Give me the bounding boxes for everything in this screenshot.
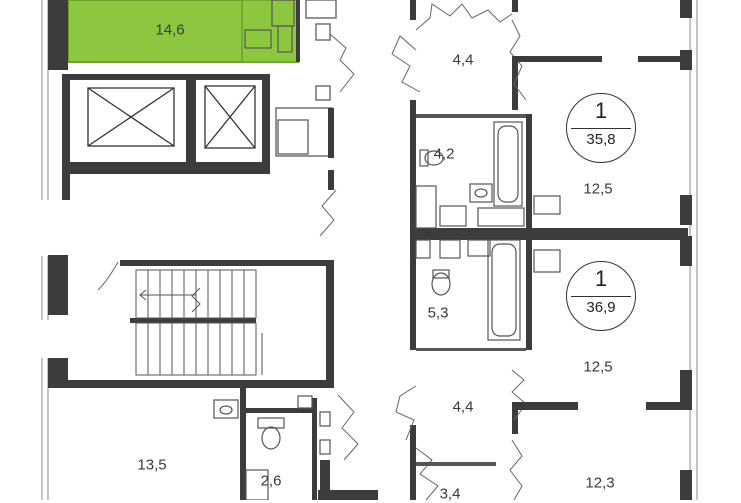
room-area-bathroom-middle: 5,3: [427, 304, 449, 322]
wall-segment: [320, 460, 330, 490]
room-area-bottom-right: 12,3: [585, 474, 615, 492]
apartment-wall: [512, 56, 602, 62]
apartment-wall: [416, 462, 496, 466]
apartment-wall: [526, 114, 532, 234]
corridor-wall: [410, 100, 416, 350]
stair-right-wall: [326, 260, 334, 382]
highlighted-room-bathroom: [241, 0, 299, 63]
right-wall-block: [680, 195, 692, 225]
apartment-wall: [526, 240, 532, 350]
upper-bathroom-fixtures: [415, 121, 561, 229]
left-wall-block: [48, 255, 68, 315]
apartment-total-area: 36,9: [586, 299, 616, 316]
stair-top-wall: [120, 260, 330, 266]
room-area-corridor-top: 4,4: [452, 51, 474, 69]
highlighted-bath-icon: [271, 0, 295, 27]
apartment-wall: [512, 402, 578, 410]
corridor-wall: [410, 0, 416, 20]
bathroom-wall: [246, 408, 312, 413]
right-wall-block: [680, 370, 692, 410]
room-area-bathroom-top: 4,2: [433, 145, 455, 163]
apartment-total-area: 35,8: [586, 131, 616, 148]
staircase-steps: [135, 269, 263, 376]
lift-shaft-2: [196, 80, 262, 162]
middle-bathroom-fixtures: [415, 239, 561, 341]
apartment-wall: [646, 402, 688, 410]
room-area-upper-right: 12,5: [583, 180, 613, 198]
corridor-wall: [512, 410, 518, 434]
badge-divider: [571, 296, 631, 297]
room-area-bottom-center: 3,4: [439, 485, 461, 503]
apartment-wall: [416, 348, 526, 351]
stair-left-wall: [62, 190, 70, 200]
bathroom-wall: [240, 388, 246, 500]
corridor-wall: [410, 425, 416, 500]
right-wall-block: [680, 0, 692, 18]
left-facade: [41, 0, 49, 500]
apartment-wall: [416, 228, 688, 240]
wall-segment: [318, 490, 378, 500]
room-area-corridor-bottom: 4,4: [452, 398, 474, 416]
left-wall-block: [48, 0, 68, 70]
service-closets: [275, 0, 337, 157]
lift-cabin-icon: [87, 85, 256, 149]
apartment-badge[interactable]: 1 36,9: [566, 261, 636, 331]
lift-left-wall: [62, 74, 70, 200]
bathroom-wall: [312, 398, 317, 500]
stair-divider-wall: [130, 318, 256, 323]
apartment-room-count: 1: [594, 266, 608, 291]
apartment-badge[interactable]: 1 35,8: [566, 93, 636, 163]
right-wall-block: [680, 236, 692, 266]
room-area-lower-right: 12,5: [583, 358, 613, 376]
apartment-room-count: 1: [594, 98, 608, 123]
stair-bottom-wall: [62, 380, 334, 388]
badge-divider: [571, 128, 631, 129]
highlighted-sink-icon: [244, 29, 272, 49]
lift-bottom-wall: [62, 162, 270, 168]
right-wall-block: [680, 470, 692, 500]
room-area-highlighted[interactable]: 14,6: [155, 21, 185, 39]
room-area-bottom-left: 13,5: [137, 456, 167, 474]
wall-segment: [328, 108, 334, 158]
door-swings: [97, 33, 359, 461]
bathroom-fixtures: [213, 395, 331, 500]
corridor-wall: [512, 0, 518, 12]
apartment-wall: [638, 56, 688, 62]
wall-segment: [328, 170, 334, 190]
apartment-wall: [416, 114, 528, 118]
wall-segment: [296, 0, 300, 62]
room-area-bathroom-bottom: 2,6: [260, 472, 282, 490]
